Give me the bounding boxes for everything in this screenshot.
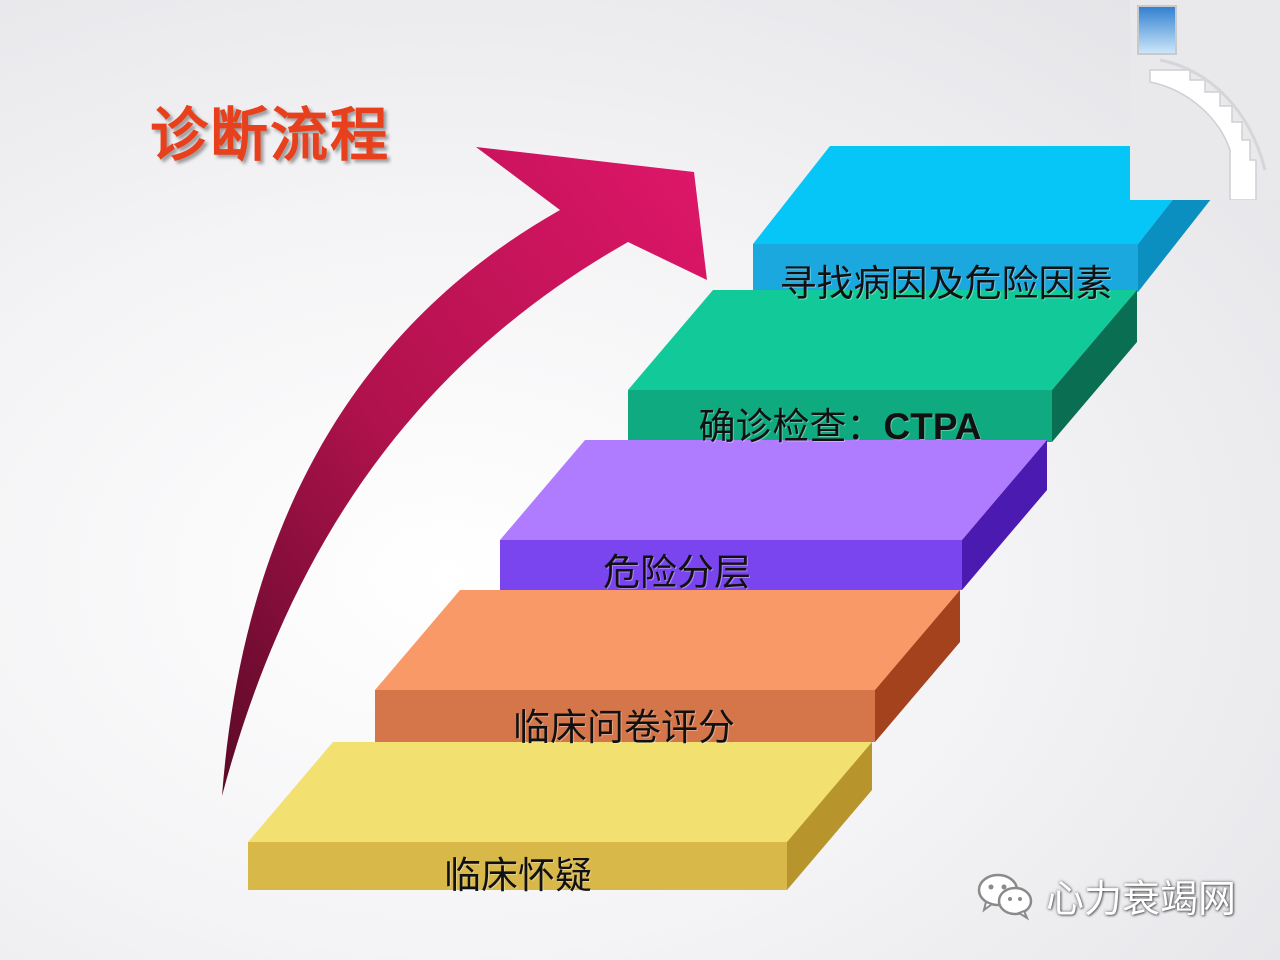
progress-arrow [222,147,707,796]
staircase-window-icon [1130,0,1280,200]
step-3 [500,440,1047,590]
step-3-top-face [500,440,1047,540]
watermark: 心力衰竭网 [976,868,1236,923]
wechat-icon [977,873,1033,921]
step-2-side-face [875,590,960,742]
step-4-side-face [1052,290,1137,442]
step-label-5: 寻找病因及危险因素 [779,262,1113,305]
step-4 [628,290,1137,442]
step-1-side-face [787,742,872,890]
step-1-front-face [248,842,787,890]
step-label-4-cn: 确诊检查： [698,405,884,448]
step-5-front-face [753,244,1138,292]
slide-title: 诊断流程 [150,101,391,169]
step-3-side-face [962,440,1047,590]
step-5-top-face [753,146,1215,244]
step-3-front-face [500,540,962,590]
watermark-text: 心力衰竭网 [1045,877,1236,921]
step-1-top-face [248,742,872,842]
step-4-front-face [628,390,1052,442]
step-1 [248,742,872,890]
step-2-top-face [375,590,960,690]
step-4-top-face [628,290,1137,390]
step-label-2: 临床问卷评分 [513,706,735,749]
step-label-1: 临床怀疑 [444,854,592,897]
step-2-front-face [375,690,875,742]
step-label-4-latin: CTPA [883,406,982,447]
step-2 [375,590,960,742]
step-label-3: 危险分层 [603,551,751,594]
step-label-4: 确诊检查：CTPA [699,396,982,450]
